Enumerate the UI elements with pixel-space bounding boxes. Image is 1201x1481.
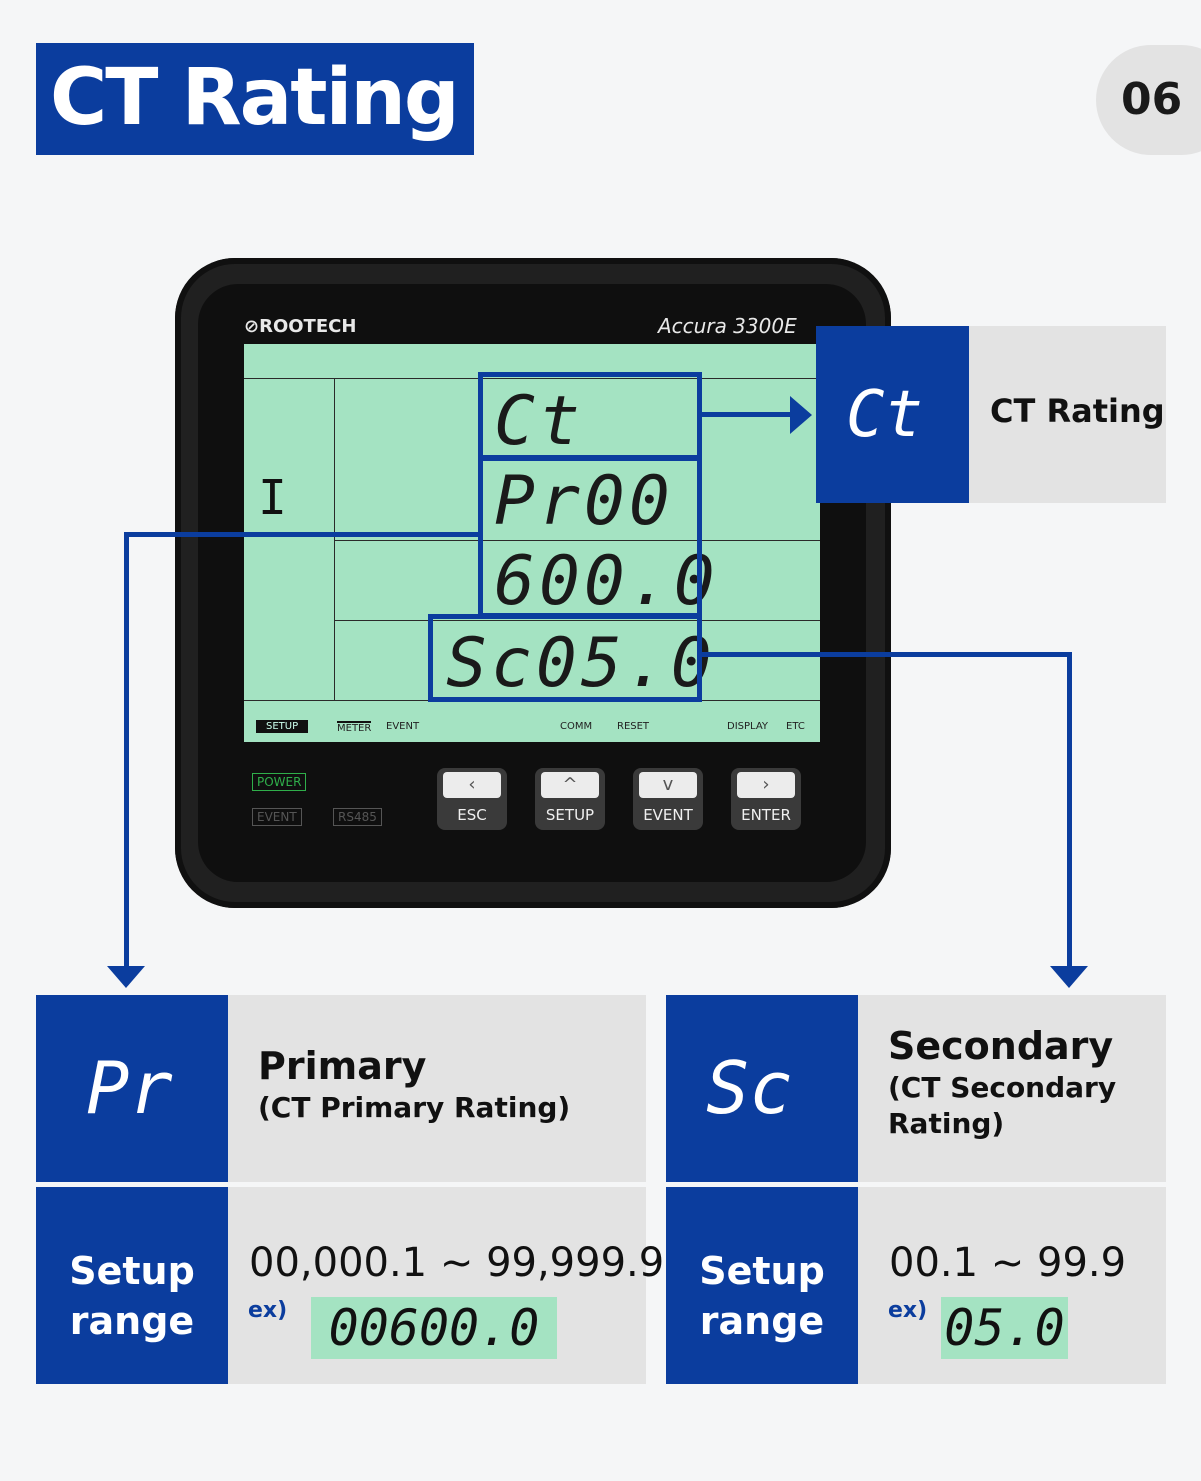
primary-ex-label: ex) [248, 1298, 288, 1323]
lcd-label-setup: SETUP [256, 720, 309, 733]
lcd-channel: I [258, 470, 287, 526]
lcd-row-value: 600.0 [494, 542, 719, 621]
led-rs485: RS485 [333, 808, 382, 826]
lcd-row-pr: Pr00 [494, 462, 674, 541]
secondary-range: 00.1 ~ 99.9 [889, 1240, 1127, 1286]
lcd-divider [334, 540, 820, 541]
setup-label-line1: Setup [699, 1249, 825, 1293]
connector-secondary [1067, 652, 1072, 968]
chevron-up-icon: ^ [541, 772, 599, 798]
setup-button[interactable]: ^ SETUP [535, 768, 605, 830]
lcd-label-comm: COMM [560, 721, 593, 732]
highlight-ct [478, 372, 702, 460]
chevron-right-icon: › [737, 772, 795, 798]
lcd-label-etc: ETC [786, 721, 805, 732]
primary-subtitle: (CT Primary Rating) [258, 1091, 571, 1124]
primary-title: Primary [258, 1044, 427, 1088]
event-button[interactable]: v EVENT [633, 768, 703, 830]
highlight-primary [478, 456, 702, 618]
ct-label-cell [969, 326, 1166, 503]
connector-primary [124, 532, 478, 537]
led-event: EVENT [252, 808, 302, 826]
secondary-title-cell [858, 995, 1166, 1182]
title-banner [36, 43, 474, 155]
lcd-divider [334, 620, 820, 621]
secondary-code: Sc [706, 1046, 793, 1130]
model-name: Accura 3300E [658, 314, 797, 338]
led-power: POWER [252, 773, 307, 791]
secondary-ex-label: ex) [888, 1298, 928, 1323]
ct-code: Ct [846, 378, 924, 452]
primary-code-cell [36, 995, 228, 1182]
highlight-secondary [428, 614, 702, 702]
chevron-left-icon: ‹ [443, 772, 501, 798]
lcd-divider [334, 378, 335, 700]
primary-example: 00600.0 [311, 1297, 557, 1359]
page-number-tab [1096, 45, 1201, 155]
esc-button[interactable]: ‹ ESC [437, 768, 507, 830]
secondary-setup-cell [666, 1187, 858, 1384]
brand-logo: ⊘ROOTECH [244, 316, 357, 337]
secondary-example: 05.0 [941, 1297, 1068, 1359]
connector-ct [702, 412, 792, 417]
enter-button-label: ENTER [741, 806, 791, 824]
lcd-label-meter: METER [337, 721, 372, 734]
page-number: 06 [1121, 74, 1183, 125]
lcd-screen [244, 344, 820, 742]
setup-label-line2: range [69, 1299, 195, 1343]
secondary-subtitle-2: Rating) [888, 1107, 1005, 1140]
arrow-right-icon [790, 396, 812, 434]
primary-code: Pr [86, 1046, 173, 1130]
primary-title-cell [228, 995, 646, 1182]
primary-range: 00,000.1 ~ 99,999.9 [249, 1240, 665, 1286]
lcd-row-sc: Sc05.0 [446, 624, 716, 703]
connector-secondary [702, 652, 1072, 657]
lcd-row-ct: Ct [494, 382, 584, 461]
page-title: CT Rating [50, 53, 460, 143]
connector-primary [124, 532, 129, 968]
enter-button[interactable]: › ENTER [731, 768, 801, 830]
secondary-title: Secondary [888, 1024, 1114, 1068]
primary-setup-label: Setup range [36, 1246, 228, 1346]
lcd-divider [244, 378, 820, 379]
secondary-code-cell [666, 995, 858, 1182]
setup-label-line1: Setup [69, 1249, 195, 1293]
secondary-setup-label: Setup range [666, 1246, 858, 1346]
secondary-subtitle-1: (CT Secondary [888, 1071, 1117, 1104]
event-button-label: EVENT [643, 806, 693, 824]
setup-label-line2: range [699, 1299, 825, 1343]
lcd-label-reset: RESET [617, 721, 650, 732]
lcd-label-display: DISPLAY [727, 721, 769, 732]
arrow-down-icon [1050, 966, 1088, 988]
ct-label: CT Rating [990, 392, 1165, 430]
setup-button-label: SETUP [545, 806, 595, 824]
chevron-down-icon: v [639, 772, 697, 798]
esc-button-label: ESC [457, 806, 487, 824]
ct-code-cell [816, 326, 969, 503]
lcd-label-event: EVENT [386, 721, 420, 732]
primary-setup-cell [36, 1187, 228, 1384]
arrow-down-icon [107, 966, 145, 988]
